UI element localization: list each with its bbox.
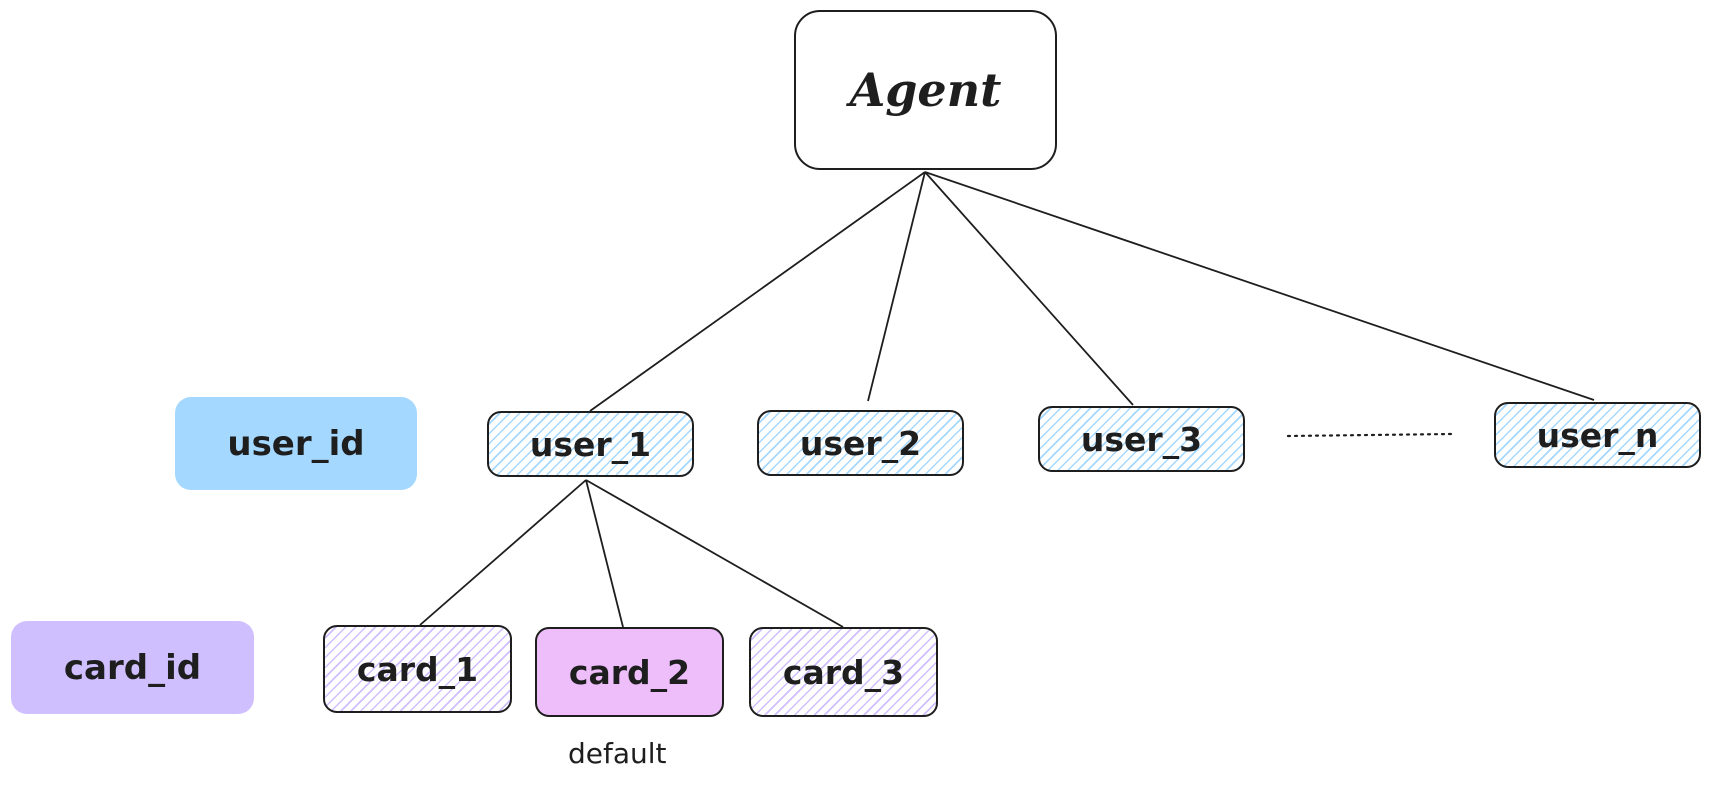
user-node-label: user_3 — [1080, 419, 1203, 459]
legend-user-id-label: user_id — [227, 423, 365, 464]
agent-node: Agent — [794, 10, 1057, 170]
agent-label: Agent — [849, 63, 1002, 117]
edge-user-1-card-3 — [585, 479, 844, 628]
edge-agent-user-1 — [589, 171, 926, 412]
user-node-2: user_2 — [757, 410, 964, 476]
ellipsis-dots — [1286, 432, 1454, 438]
edge-agent-user-n — [924, 171, 1595, 401]
card-node-1: card_1 — [323, 625, 512, 713]
card-node-label: card_2 — [568, 652, 691, 692]
user-node-label: user_n — [1536, 415, 1659, 455]
default-caption: default — [568, 737, 667, 770]
edge-agent-user-2 — [867, 171, 926, 402]
user-node-1: user_1 — [487, 411, 694, 477]
legend-card-id: card_id — [11, 621, 254, 714]
card-node-label: card_1 — [356, 649, 479, 689]
card-node-2-default: card_2 — [535, 627, 724, 717]
edge-user-1-card-1 — [419, 479, 587, 626]
user-node-label: user_2 — [799, 423, 922, 463]
card-node-3: card_3 — [749, 627, 938, 717]
legend-card-id-label: card_id — [63, 647, 202, 688]
card-node-label: card_3 — [782, 652, 905, 692]
edge-agent-user-3 — [924, 171, 1134, 406]
legend-user-id: user_id — [175, 397, 417, 490]
user-node-3: user_3 — [1038, 406, 1245, 472]
user-node-label: user_1 — [529, 424, 652, 464]
user-node-n: user_n — [1494, 402, 1701, 468]
edge-user-1-card-2 — [585, 479, 624, 628]
